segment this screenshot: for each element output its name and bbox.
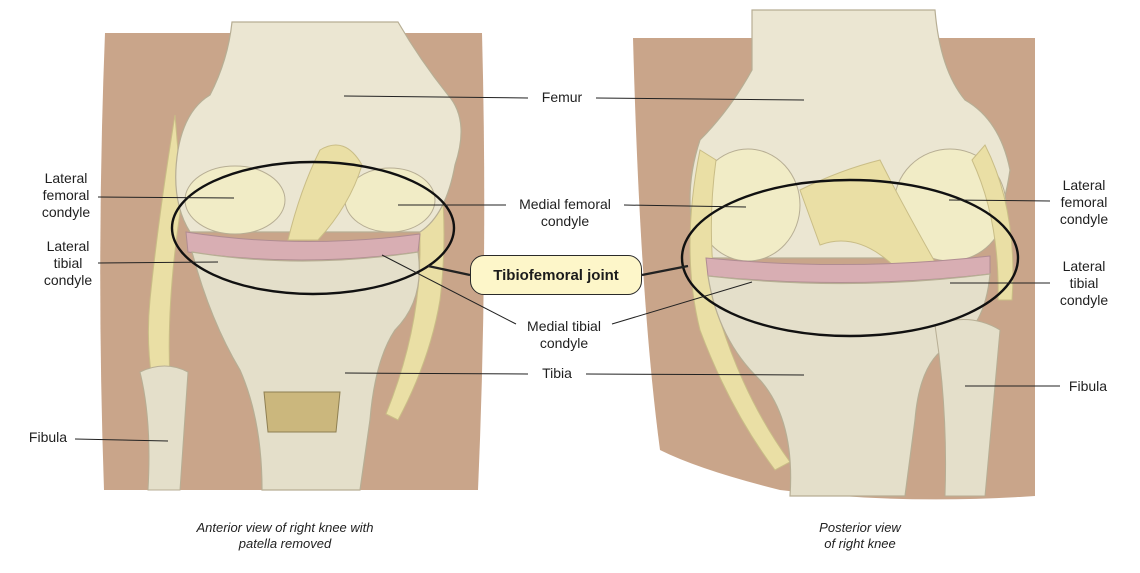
label-lateral-femoral-condyle-right: Lateral femoral condyle: [1059, 177, 1109, 227]
posterior-view-illustration: [633, 9, 1035, 500]
caption-posterior-view: Posterior view of right knee: [819, 520, 901, 551]
leader-joint-box-left: [427, 264, 471, 277]
caption-anterior-view: Anterior view of right knee with patella…: [196, 520, 374, 551]
tibiofemoral-joint-label: Tibiofemoral joint: [493, 266, 619, 284]
posterior-tibiofemoral-joint-outline: [680, 178, 1020, 338]
leader-femur-left: [343, 95, 529, 99]
leader-femur-right: [595, 97, 805, 101]
label-lateral-femoral-condyle-left: Lateral femoral condyle: [41, 170, 91, 220]
label-fibula-right: Fibula: [1068, 378, 1108, 394]
anterior-patellar-tendon-stump: [263, 391, 341, 433]
tibiofemoral-joint-callout: Tibiofemoral joint: [470, 255, 642, 295]
anterior-tibia-bone: [191, 251, 420, 491]
leader-medial-tibial-condyle-left: [381, 254, 517, 325]
label-lateral-tibial-condyle-left: Lateral tibial condyle: [43, 238, 93, 288]
leader-fibula-left: [74, 438, 169, 442]
posterior-lateral-ligament: [971, 144, 1014, 301]
leader-joint-box-right: [641, 264, 689, 277]
anterior-lateral-femoral-condyle: [184, 165, 286, 235]
leader-medial-femoral-condyle-right: [623, 204, 747, 208]
posterior-fibula-bone: [934, 319, 1001, 497]
posterior-cruciate-ligament: [799, 159, 936, 273]
anterior-cruciate-ligament: [287, 144, 363, 241]
anterior-medial-femoral-condyle: [344, 167, 436, 233]
label-tibia: Tibia: [542, 365, 572, 381]
leader-lateral-femoral-condyle-left: [97, 196, 235, 199]
leader-tibia-left: [344, 372, 529, 375]
anterior-view-illustration: [100, 21, 485, 491]
anterior-fibula-bone: [139, 365, 189, 491]
leader-lateral-tibial-condyle-left: [97, 261, 219, 264]
anterior-lateral-ligament: [147, 114, 183, 381]
leader-tibia-right: [585, 373, 805, 376]
leader-medial-tibial-condyle-right: [611, 281, 753, 325]
label-lateral-tibial-condyle-right: Lateral tibial condyle: [1059, 258, 1109, 308]
anterior-tibiofemoral-joint-outline: [170, 160, 456, 296]
label-medial-tibial-condyle: Medial tibial condyle: [527, 318, 601, 351]
label-femur: Femur: [541, 89, 583, 105]
leader-lateral-femoral-condyle-right: [948, 199, 1051, 202]
label-medial-femoral-condyle: Medial femoral condyle: [519, 196, 611, 229]
leader-lines: [74, 95, 1060, 442]
label-fibula-left: Fibula: [28, 429, 68, 445]
